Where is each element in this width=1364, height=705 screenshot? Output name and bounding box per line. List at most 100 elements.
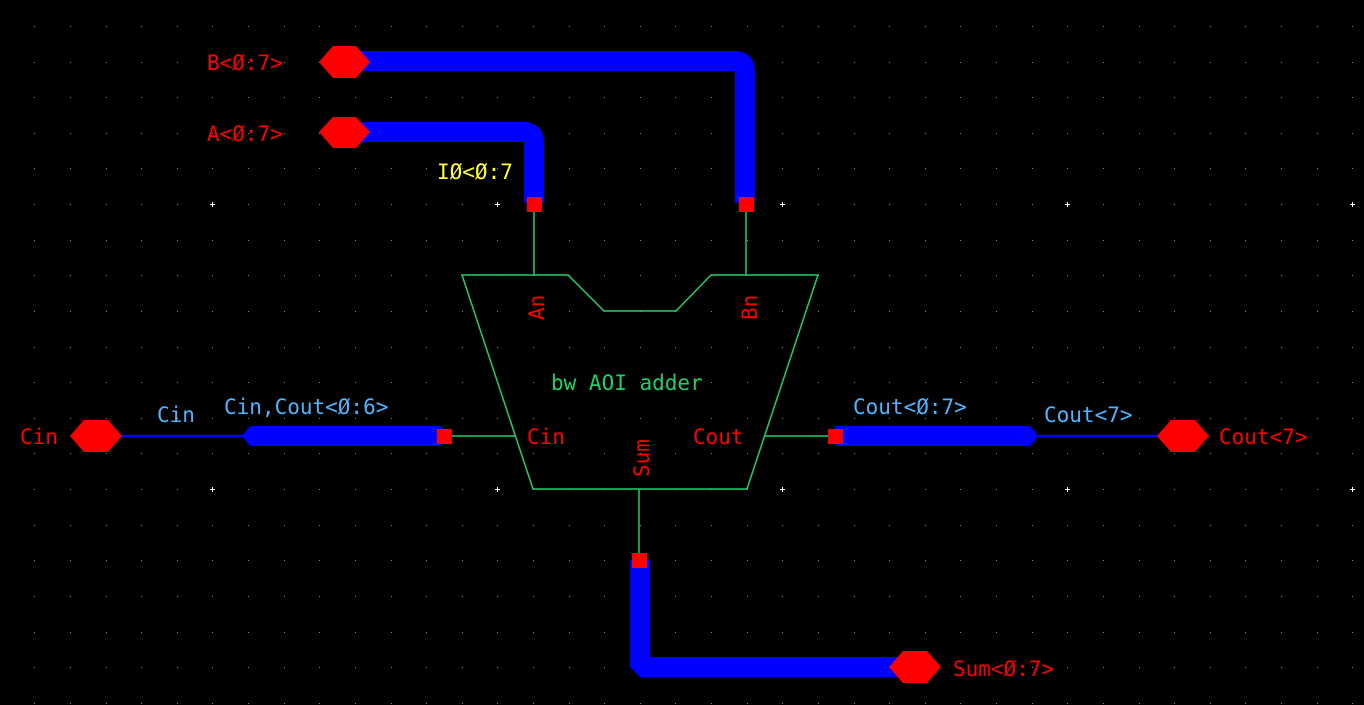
grid-dot (212, 275, 213, 276)
grid-dot (70, 596, 71, 597)
terminal-label-bn: Bn (738, 295, 762, 320)
grid-dot (1352, 311, 1353, 312)
grid-dot (177, 382, 178, 383)
grid-dot (1174, 275, 1175, 276)
grid-dot (854, 418, 855, 419)
grid-dot (1139, 311, 1140, 312)
grid-dot (319, 489, 320, 490)
grid-dot (1032, 133, 1033, 134)
grid-dot (782, 453, 783, 454)
grid-dot (1281, 347, 1282, 348)
grid-dot (177, 667, 178, 668)
grid-dot (70, 347, 71, 348)
grid-dot (1281, 453, 1282, 454)
grid-dot (925, 489, 926, 490)
grid-dot (355, 382, 356, 383)
grid-dot (854, 347, 855, 348)
grid-dot (391, 703, 392, 704)
connection-point-bn[interactable] (739, 197, 754, 212)
bus-wire-sum[interactable] (630, 560, 910, 677)
grid-dot (711, 26, 712, 27)
pin-b[interactable] (319, 46, 370, 78)
pin-cin[interactable] (70, 420, 122, 452)
grid-dot (212, 632, 213, 633)
grid-dot (1245, 382, 1246, 383)
grid-dot (284, 667, 285, 668)
grid-major-mark (495, 202, 500, 207)
grid-dot (604, 632, 605, 633)
grid-dot (1067, 560, 1068, 561)
pin-sum[interactable] (889, 651, 941, 683)
grid-dot (889, 97, 890, 98)
grid-dot (212, 311, 213, 312)
grid-dot (1139, 26, 1140, 27)
grid-dot (1245, 240, 1246, 241)
pin-cout[interactable] (1157, 420, 1209, 452)
grid-dot (1032, 275, 1033, 276)
grid-dot (854, 62, 855, 63)
grid-dot (212, 97, 213, 98)
grid-dot (925, 311, 926, 312)
grid-dot (1067, 133, 1068, 134)
bus-wire-cout[interactable] (835, 426, 1036, 446)
grid-dot (675, 97, 676, 98)
grid-dot (34, 275, 35, 276)
grid-dot (1210, 667, 1211, 668)
grid-dot (1067, 62, 1068, 63)
grid-dot (1032, 62, 1033, 63)
grid-dot (391, 667, 392, 668)
grid-dot (284, 133, 285, 134)
grid-dot (1032, 97, 1033, 98)
grid-dot (497, 97, 498, 98)
bus-wire-a[interactable] (345, 122, 544, 203)
pin-label-sum: Sum<Ø:7> (953, 657, 1054, 681)
grid-dot (462, 26, 463, 27)
grid-dot (391, 240, 392, 241)
grid-dot (996, 418, 997, 419)
grid-dot (284, 62, 285, 63)
grid-dot (925, 560, 926, 561)
grid-dot (1174, 26, 1175, 27)
grid-dot (960, 133, 961, 134)
grid-dot (1281, 525, 1282, 526)
connection-point-cout[interactable] (828, 429, 843, 444)
grid-dot (106, 275, 107, 276)
grid-dot (818, 418, 819, 419)
grid-dot (1139, 453, 1140, 454)
grid-dot (284, 525, 285, 526)
grid-dot (604, 382, 605, 383)
grid-major-mark (780, 487, 785, 492)
grid-dot (355, 204, 356, 205)
adder-symbol[interactable]: bw AOI adder An Bn Cin Cout Sum (452, 208, 830, 555)
connection-point-cin[interactable] (437, 429, 452, 444)
grid-dot (284, 489, 285, 490)
grid-dot (747, 703, 748, 704)
grid-dot (818, 560, 819, 561)
grid-dot (1245, 97, 1246, 98)
pin-a[interactable] (319, 117, 370, 148)
grid-dot (960, 275, 961, 276)
grid-dot (426, 418, 427, 419)
grid-dot (248, 667, 249, 668)
grid-dot (1210, 168, 1211, 169)
grid-dot (782, 347, 783, 348)
connection-point-an[interactable] (527, 197, 542, 212)
grid-dot (141, 560, 142, 561)
grid-dot (319, 240, 320, 241)
grid-dot (925, 204, 926, 205)
bus-wire-b[interactable] (345, 51, 755, 203)
grid-dot (1210, 204, 1211, 205)
grid-dot (711, 560, 712, 561)
grid-dot (1317, 632, 1318, 633)
grid-dot (497, 703, 498, 704)
grid-dot (70, 632, 71, 633)
grid-dot (1032, 240, 1033, 241)
grid-dot (1210, 525, 1211, 526)
connection-point-sum[interactable] (632, 553, 647, 568)
grid-dot (1245, 632, 1246, 633)
grid-dot (782, 133, 783, 134)
grid-dot (1352, 703, 1353, 704)
terminal-label-an: An (525, 295, 549, 320)
bus-wire-cin[interactable] (242, 426, 444, 446)
